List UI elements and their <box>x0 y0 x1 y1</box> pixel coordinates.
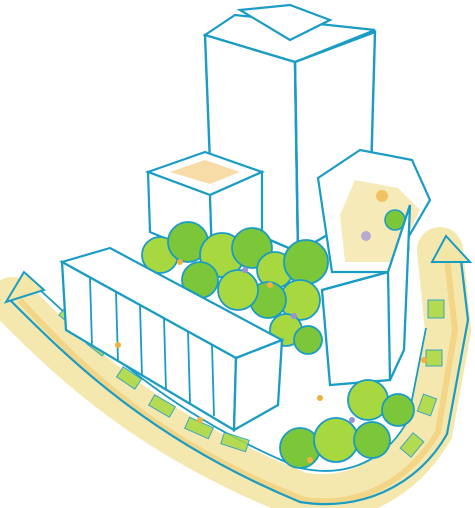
right-block <box>318 150 430 385</box>
